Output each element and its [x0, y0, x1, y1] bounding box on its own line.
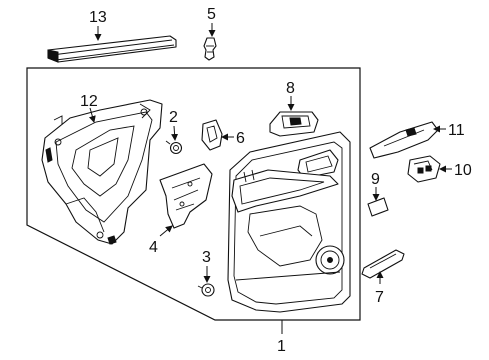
- callout-8: 8: [286, 80, 295, 97]
- callout-10: 10: [454, 162, 472, 179]
- assembly-frame: [26, 67, 361, 321]
- callout-12: 12: [80, 93, 98, 110]
- callout-7: 7: [375, 289, 384, 306]
- part-13-weatherstrip[interactable]: [47, 35, 177, 63]
- callout-6: 6: [236, 130, 245, 147]
- part-8-switch-bezel[interactable]: [269, 111, 319, 137]
- part-9-cap[interactable]: [367, 197, 389, 217]
- part-11-switch-plate[interactable]: [369, 121, 439, 159]
- callout-4: 4: [149, 239, 158, 256]
- callout-9: 9: [371, 171, 380, 188]
- callout-5: 5: [207, 6, 216, 23]
- callout-3: 3: [202, 249, 211, 266]
- part-6-bracket[interactable]: [201, 119, 223, 151]
- part-2-push-pin[interactable]: [165, 140, 183, 155]
- part-10-window-switch[interactable]: [407, 155, 441, 183]
- part-3-push-pin[interactable]: [197, 283, 215, 297]
- part-1-door-trim-panel[interactable]: [227, 131, 351, 313]
- part-12-trim-frame[interactable]: [41, 99, 163, 245]
- leader-lines: [88, 23, 452, 334]
- callout-1: 1: [277, 338, 286, 355]
- callout-2: 2: [169, 109, 178, 126]
- part-5-clip[interactable]: [203, 37, 217, 61]
- part-4-bracket-plate[interactable]: [159, 163, 213, 229]
- callout-13: 13: [89, 9, 107, 26]
- part-7-lens[interactable]: [361, 249, 405, 279]
- callout-11: 11: [448, 122, 465, 139]
